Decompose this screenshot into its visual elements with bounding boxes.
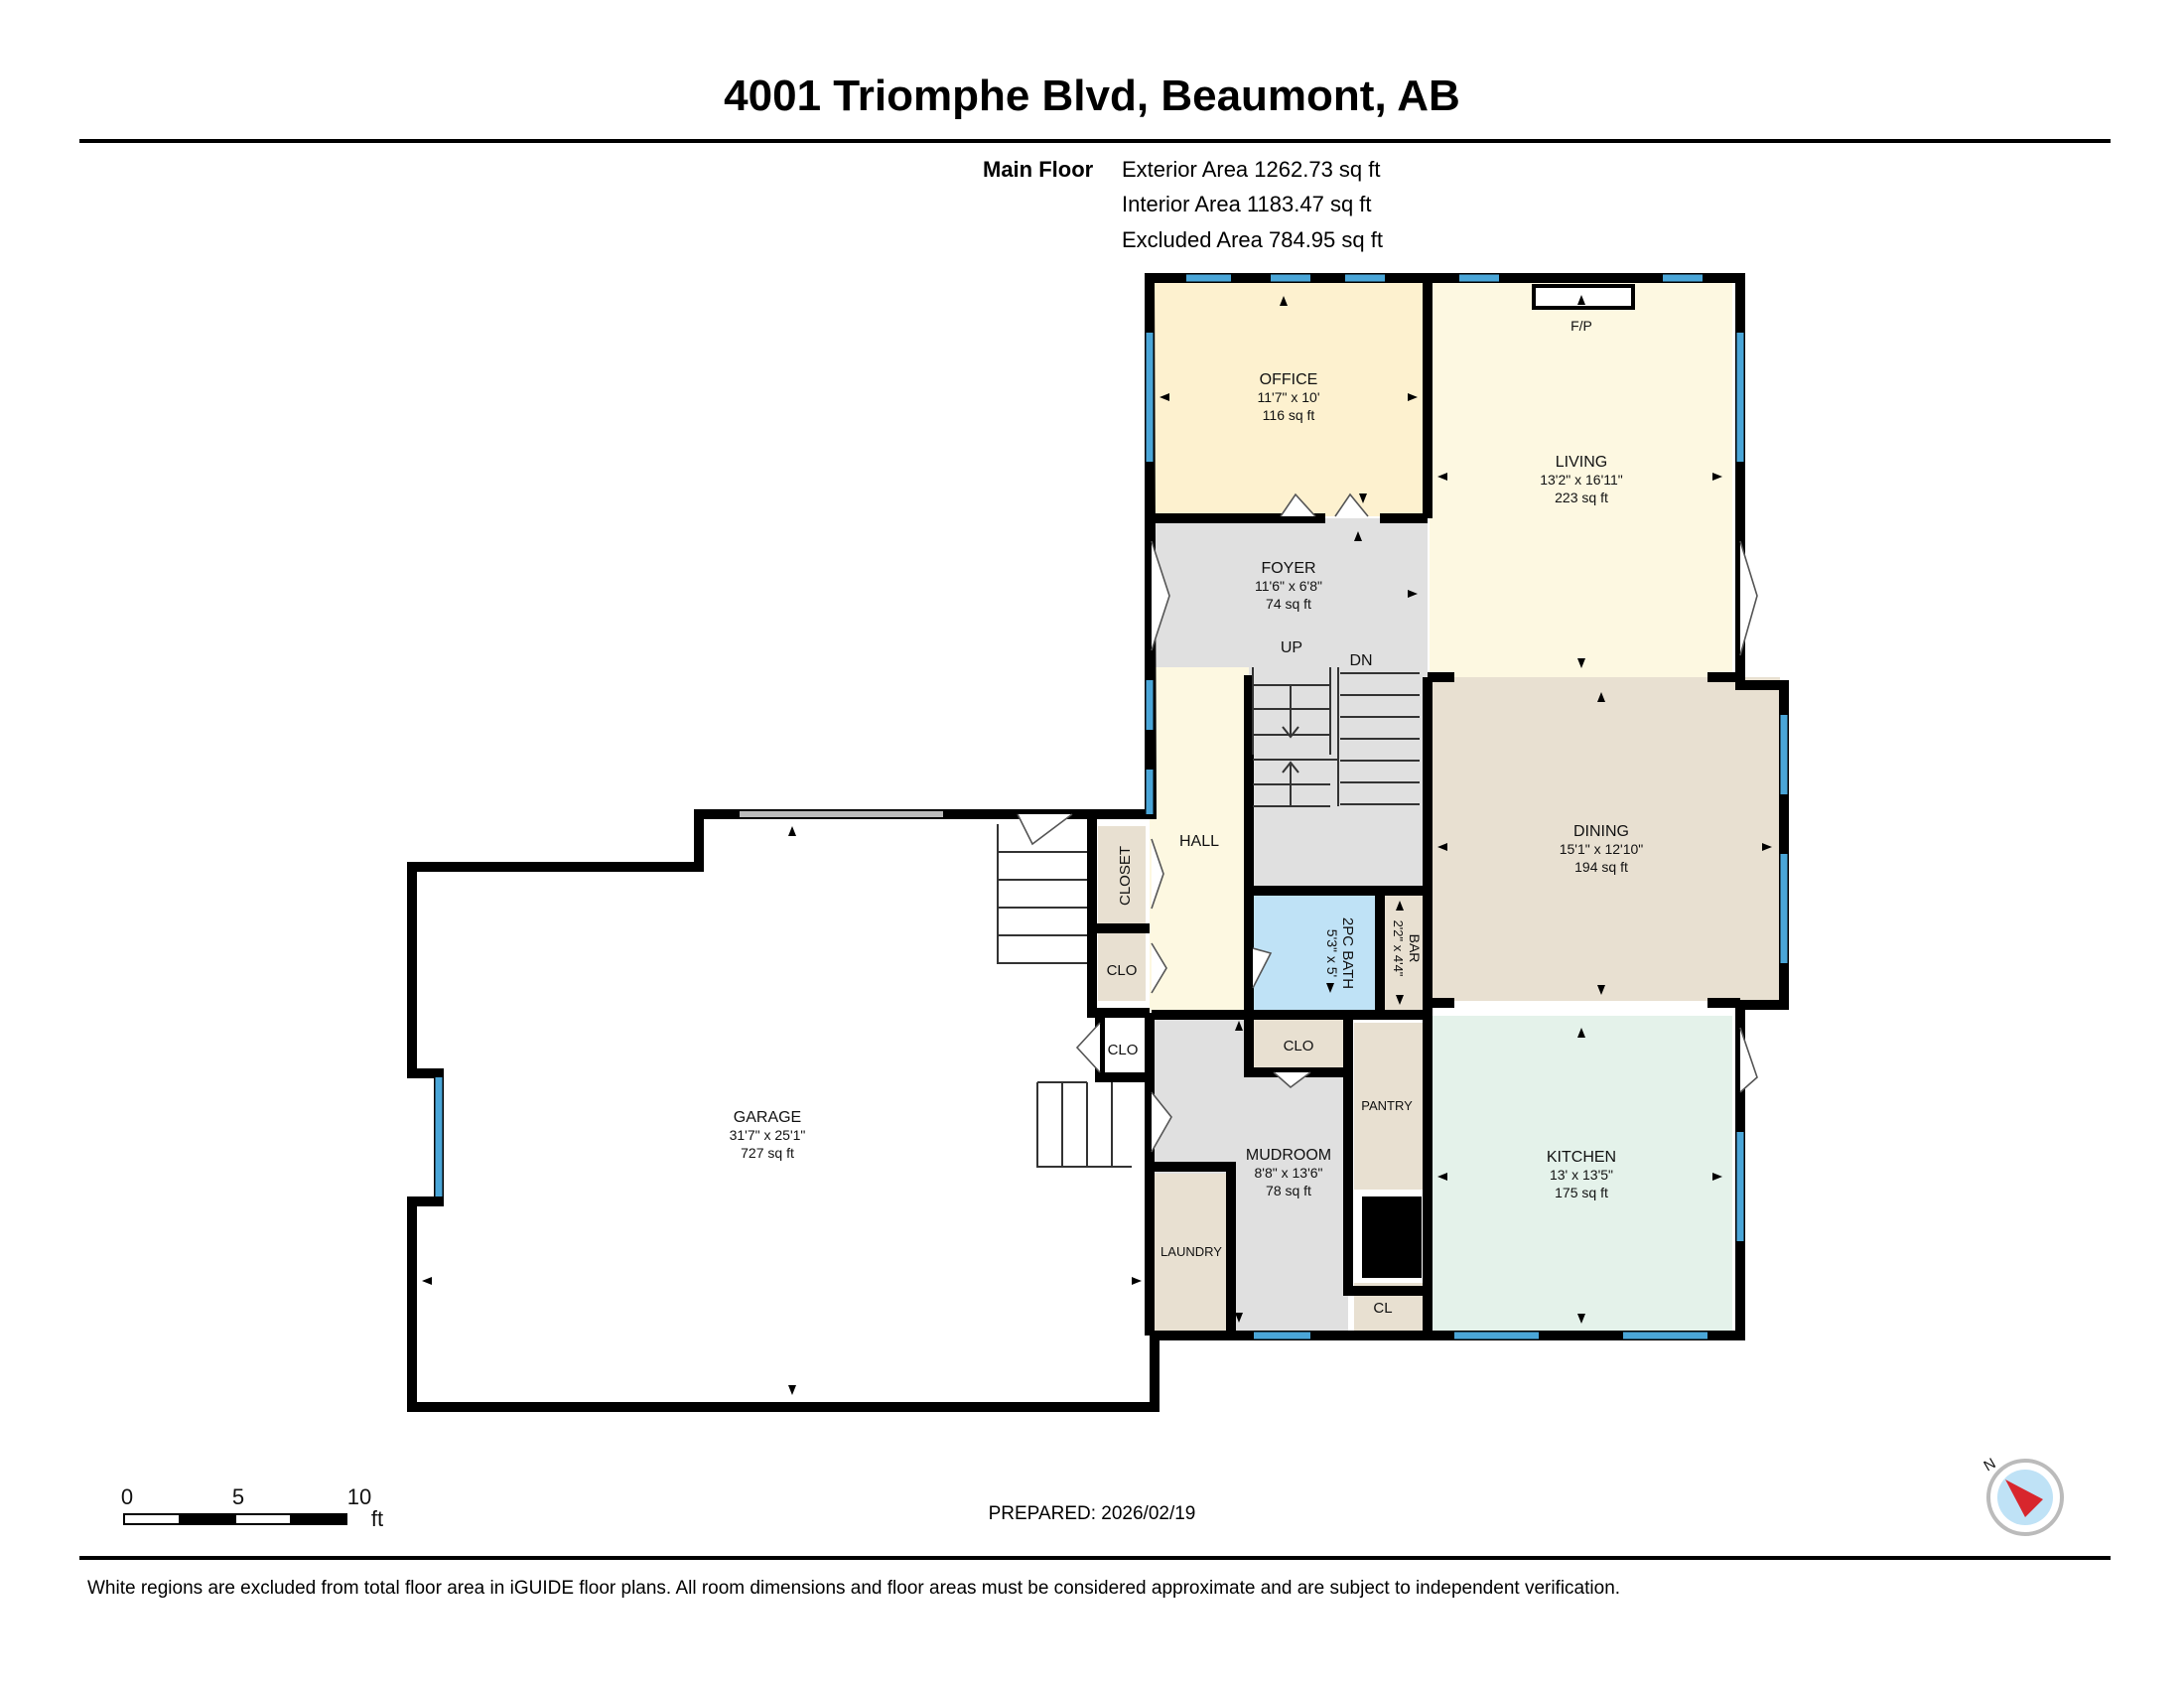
hall-fill	[1150, 667, 1249, 1012]
bottom-rule	[79, 1556, 2111, 1560]
exterior-area: Exterior Area 1262.73 sq ft	[1122, 157, 1381, 182]
clo-garage-label: CLO	[1108, 1042, 1139, 1058]
closet-wall	[1087, 814, 1150, 1018]
stair-down-label: DN	[1349, 652, 1372, 669]
top-rule	[79, 139, 2111, 143]
page-title: 4001 Triomphe Blvd, Beaumont, AB	[724, 71, 1460, 120]
doors	[1017, 492, 1758, 1153]
compass-icon: N	[1981, 1455, 2064, 1536]
laundry-label: LAUNDRY	[1160, 1244, 1222, 1259]
interior-area: Interior Area 1183.47 sq ft	[1122, 192, 1372, 216]
cl-label: CL	[1373, 1300, 1392, 1317]
office-area: 116 sq ft	[1263, 407, 1315, 423]
foyer-name: FOYER	[1261, 560, 1315, 577]
chimney-block	[1362, 1196, 1422, 1278]
clo-mud-fill	[1253, 1018, 1344, 1069]
scale-tick-10: 10	[347, 1484, 371, 1509]
foyer-dims: 11'6" x 6'8"	[1255, 578, 1322, 594]
exterior-wall	[407, 273, 1789, 1412]
foyer-area: 74 sq ft	[1266, 596, 1311, 612]
bar-name: BAR	[1407, 934, 1423, 963]
dimension-arrows	[422, 295, 1772, 1395]
pantry-label: PANTRY	[1361, 1098, 1413, 1113]
scale-tick-5: 5	[232, 1484, 244, 1509]
garage-dims: 31'7" x 25'1"	[730, 1127, 806, 1143]
kitchen-area: 175 sq ft	[1555, 1185, 1608, 1200]
dining-dims: 15'1" x 12'10"	[1560, 841, 1644, 857]
kitchen-fill	[1430, 1016, 1732, 1333]
closet-fill	[1098, 826, 1146, 927]
prepared-date: PREPARED: 2026/02/19	[988, 1503, 1196, 1524]
clo-hall-fill	[1098, 933, 1146, 1001]
mudroom-name: MUDROOM	[1246, 1147, 1331, 1164]
closet-label: CLOSET	[1117, 846, 1134, 906]
hall-name: HALL	[1179, 833, 1219, 850]
scale-unit: ft	[371, 1506, 383, 1531]
kitchen-dims: 13' x 13'5"	[1550, 1167, 1613, 1183]
mudroom-dims: 8'8" x 13'6"	[1255, 1165, 1323, 1181]
laundry-wall	[1150, 1162, 1236, 1336]
windows	[435, 274, 1788, 1339]
garage-area: 727 sq ft	[741, 1145, 794, 1161]
bar-dims: 2'2" x 4'4"	[1391, 920, 1406, 977]
foyer-fill	[1150, 518, 1428, 667]
bath-wall	[1244, 675, 1428, 1013]
bar-fill	[1380, 895, 1428, 1012]
dining-fill	[1430, 677, 1780, 1001]
office-name: OFFICE	[1260, 371, 1318, 388]
disclaimer: White regions are excluded from total fl…	[87, 1578, 1621, 1599]
living-name: LIVING	[1556, 454, 1607, 471]
kitchen-name: KITCHEN	[1547, 1149, 1616, 1166]
bath-name: 2PC BATH	[1339, 917, 1356, 989]
floor-label: Main Floor	[983, 157, 1094, 182]
living-fill	[1430, 283, 1732, 677]
living-area: 223 sq ft	[1555, 490, 1608, 505]
garage-name: GARAGE	[734, 1109, 801, 1126]
garage-steps	[997, 824, 1132, 1168]
clo-hall-label: CLO	[1107, 962, 1138, 979]
office-dims: 11'7" x 10'	[1258, 389, 1320, 405]
dining-name: DINING	[1573, 823, 1629, 840]
mudroom-area: 78 sq ft	[1266, 1183, 1311, 1198]
fireplace-label: F/P	[1570, 318, 1592, 334]
scale-tick-0: 0	[121, 1484, 133, 1509]
scale-bar: 0 5 10 ft	[121, 1484, 383, 1531]
office-fill	[1150, 283, 1428, 516]
clo-mudroom-label: CLO	[1284, 1038, 1314, 1055]
scale-seg-4	[290, 1513, 347, 1525]
pantry-fill	[1354, 1023, 1426, 1190]
bath-bar-wall	[1152, 891, 1428, 1020]
fireplace	[1532, 284, 1635, 310]
excluded-area: Excluded Area 784.95 sq ft	[1122, 227, 1383, 252]
stair-up-label: UP	[1281, 639, 1302, 656]
bath-dims: 5'3" x 5'	[1324, 929, 1340, 977]
dining-area: 194 sq ft	[1574, 859, 1628, 875]
stairs	[1252, 667, 1420, 807]
living-dims: 13'2" x 16'11"	[1540, 472, 1623, 488]
laundry-fill	[1154, 1174, 1229, 1331]
